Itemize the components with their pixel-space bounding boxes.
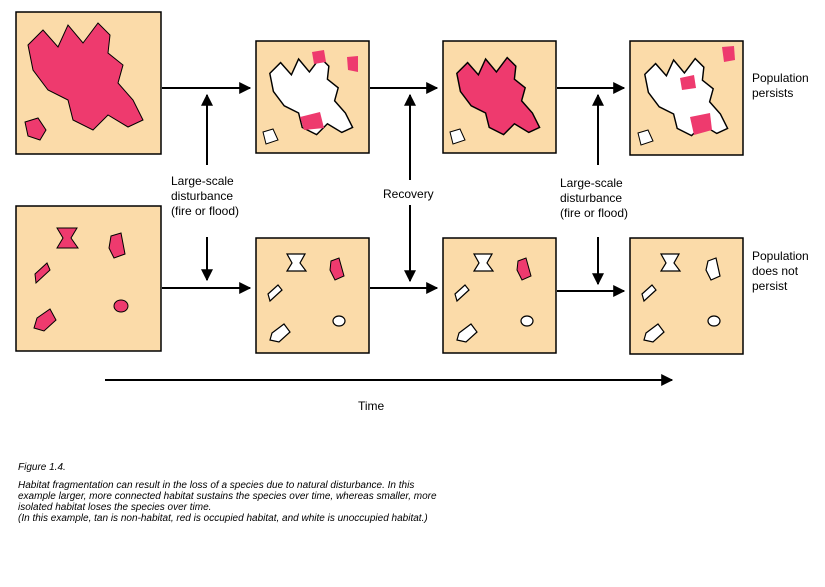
panel-bottom-2 [255, 237, 370, 354]
small-occupied-patch [329, 257, 345, 281]
remnant-occupied-patch [300, 112, 324, 130]
disturbance-label-left-line2: disturbance [171, 189, 233, 203]
disturbance-label-left-line1: Large-scale [171, 174, 234, 188]
small-unoccupied-patch [472, 253, 495, 272]
caption-title: Figure 1.4. [18, 462, 66, 473]
remnant-occupied-patch [312, 50, 326, 64]
small-unoccupied-patch [456, 323, 478, 343]
small-unoccupied-patch [332, 315, 346, 327]
small-occupied-patch [34, 262, 51, 285]
caption-body: Habitat fragmentation can result in the … [18, 480, 437, 513]
outcome-bottom-line2: does not [752, 264, 799, 278]
caption-note: (In this example, tan is non-habitat, re… [18, 513, 428, 524]
outcome-top-line1: Population [752, 71, 809, 85]
panel-bottom-1 [15, 205, 162, 352]
small-occupied-patch [108, 232, 126, 259]
small-unoccupied-patch [641, 284, 657, 303]
small-unoccupied-patch [285, 253, 308, 272]
remnant-occupied-patch [690, 113, 712, 135]
disturbance-label-right-line1: Large-scale [560, 176, 623, 190]
panel-top-2 [255, 40, 370, 154]
small-occupied-patch [113, 299, 129, 313]
remnant-occupied-patch [680, 75, 696, 90]
small-unoccupied-patch [267, 284, 283, 303]
outcome-top-line2: persists [752, 86, 793, 100]
outcome-bottom-line1: Population [752, 249, 809, 263]
small-unoccupied-patch [454, 284, 470, 303]
small-occupied-patch [516, 257, 532, 281]
disturbance-label-right-line2: disturbance [560, 191, 622, 205]
panel-top-4 [629, 40, 744, 156]
time-axis-label: Time [358, 399, 385, 413]
disturbance-label-left-line3: (fire or flood) [171, 204, 239, 218]
small-unoccupied-patch [637, 129, 654, 146]
small-unoccupied-patch [659, 253, 682, 272]
small-occupied-patch [33, 308, 57, 332]
small-occupied-patch [24, 117, 47, 141]
small-unoccupied-patch [705, 257, 721, 281]
small-unoccupied-patch [520, 315, 534, 327]
recovery-label: Recovery [383, 187, 434, 201]
small-unoccupied-patch [707, 315, 721, 327]
panel-bottom-3 [442, 237, 557, 354]
small-unoccupied-patch [262, 128, 279, 145]
small-occupied-patch [56, 227, 79, 249]
small-unoccupied-patch [269, 323, 291, 343]
remnant-occupied-patch [722, 46, 735, 62]
panel-top-1 [15, 11, 162, 155]
remnant-occupied-patch [347, 56, 358, 72]
panel-bottom-4 [629, 237, 744, 355]
disturbance-label-right-line3: (fire or flood) [560, 206, 628, 220]
small-unoccupied-patch [643, 323, 665, 343]
small-unoccupied-patch [449, 128, 466, 145]
panel-top-3 [442, 40, 557, 154]
outcome-bottom-line3: persist [752, 279, 788, 293]
figure-caption: Figure 1.4. Habitat fragmentation can re… [18, 462, 438, 524]
